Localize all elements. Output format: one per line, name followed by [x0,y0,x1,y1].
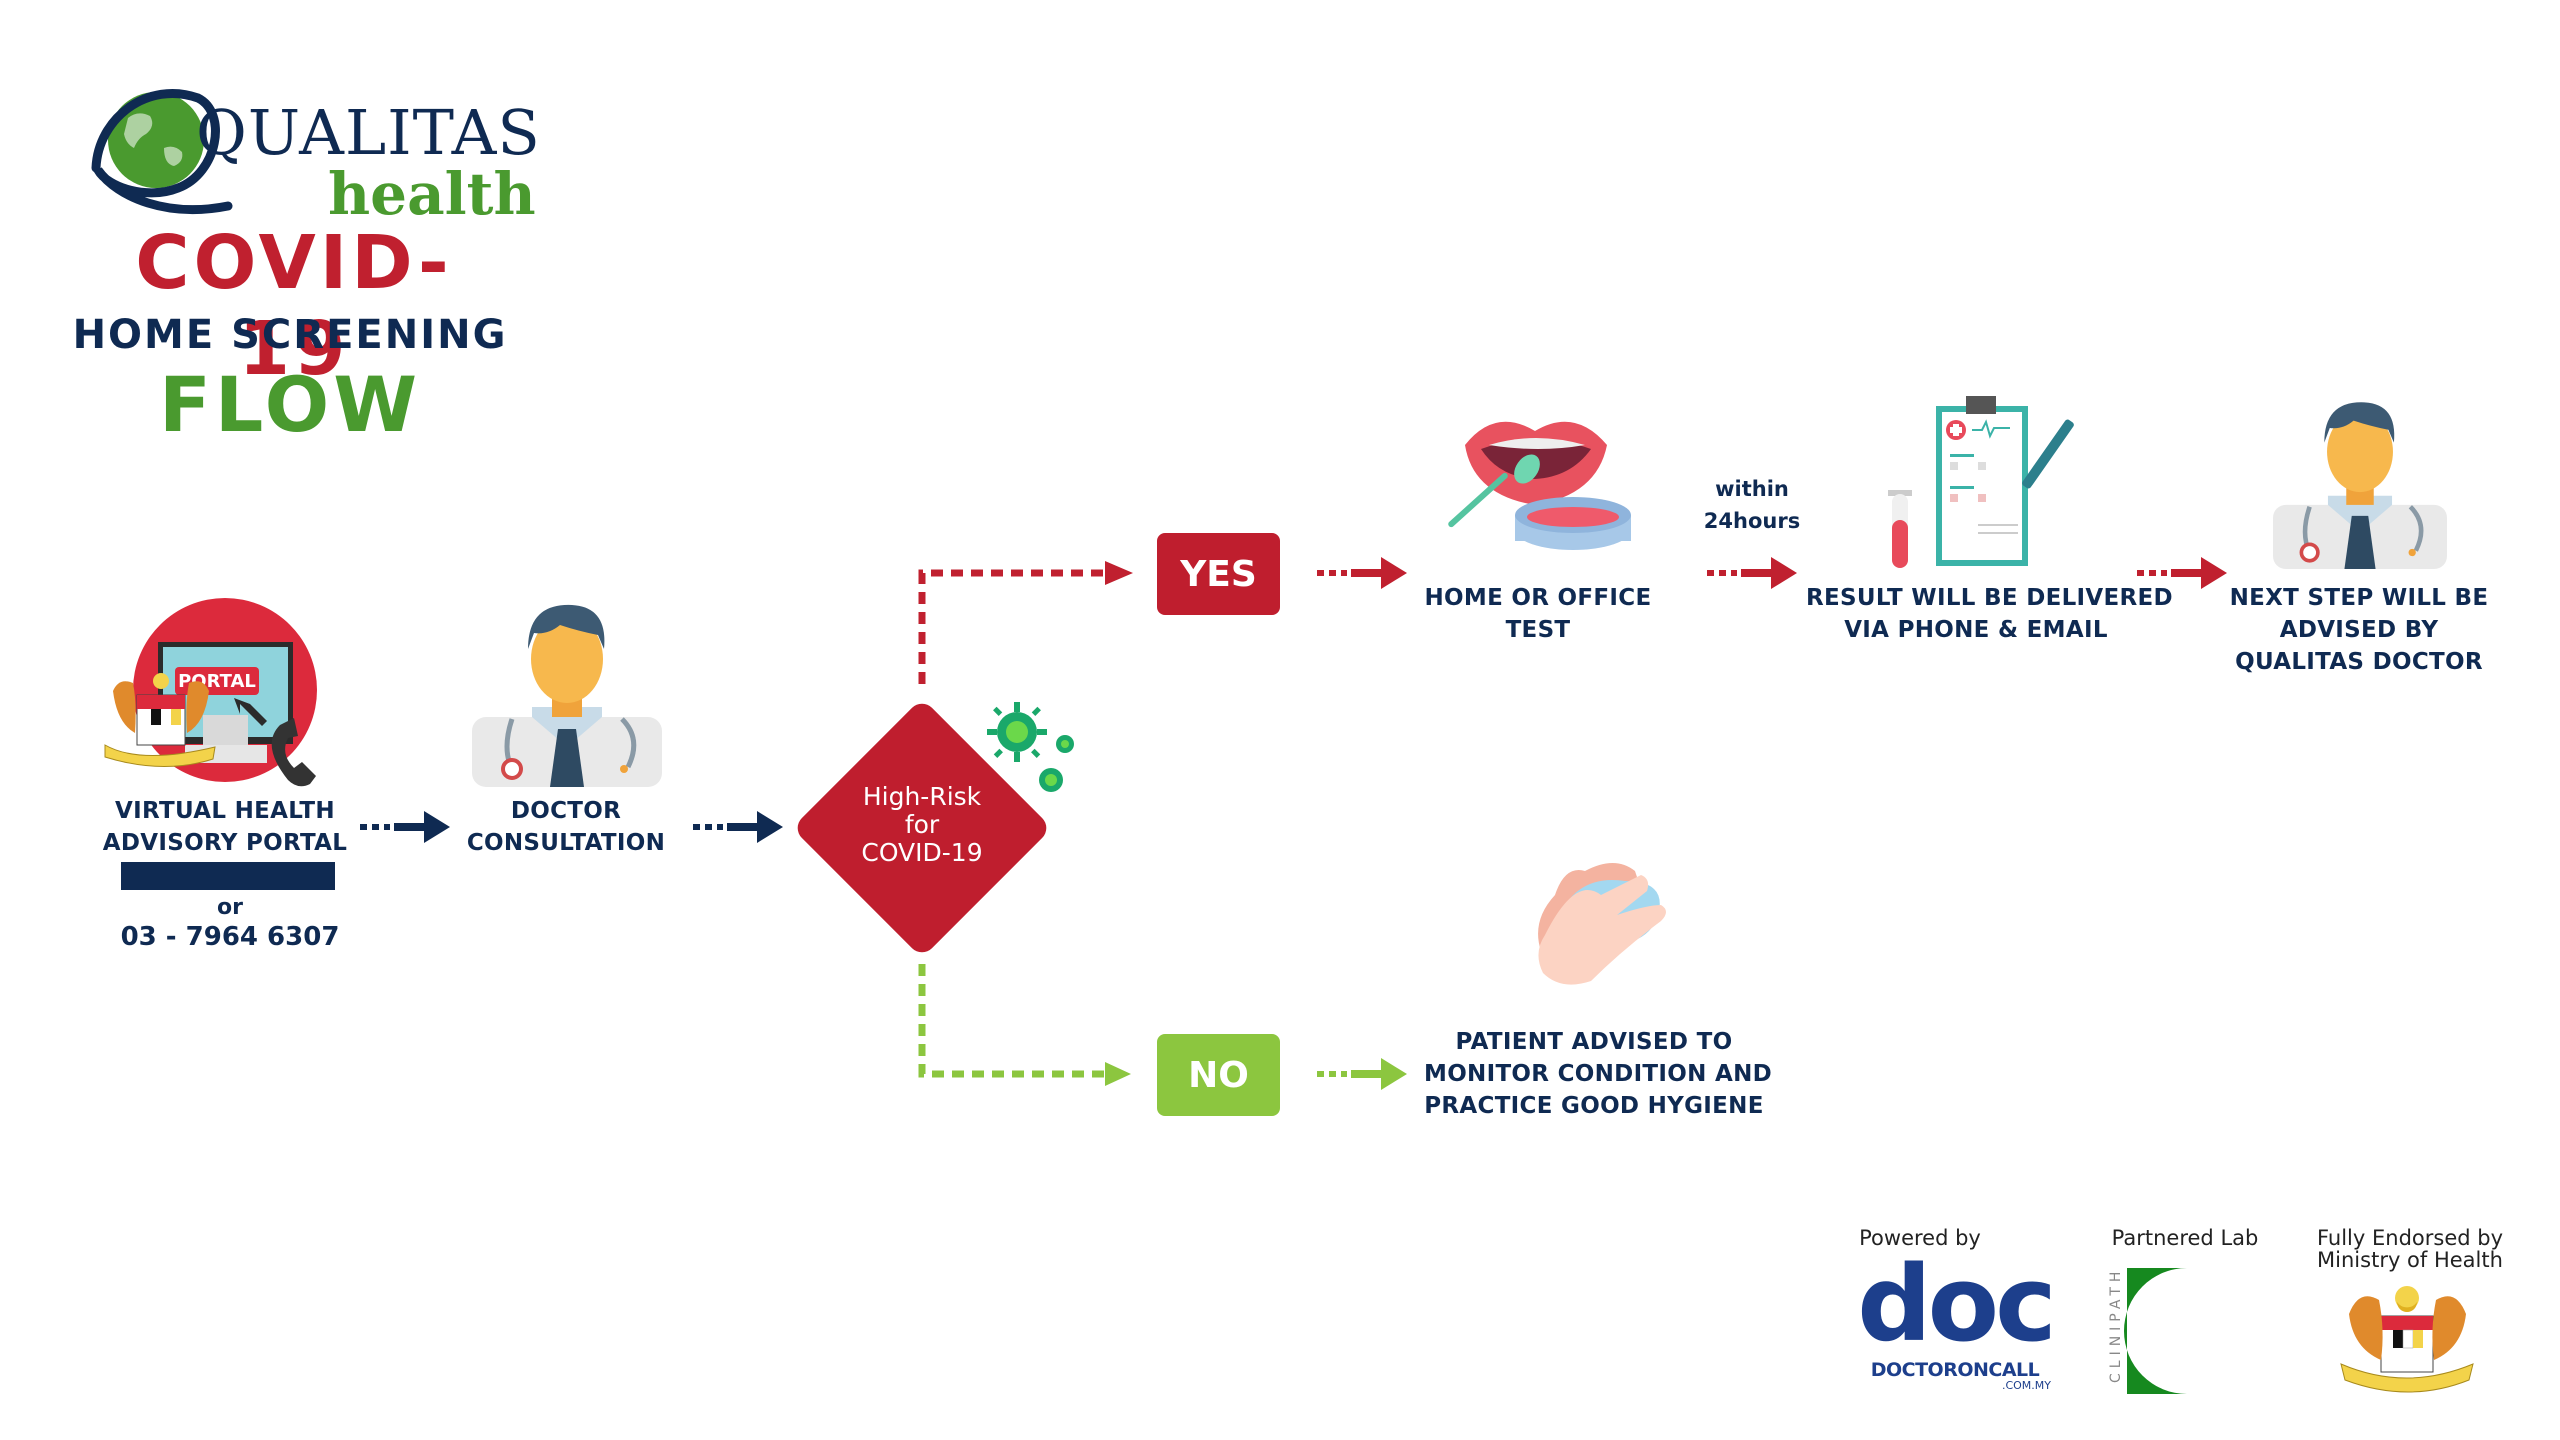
endorsed-label-line2: Ministry of Health [2317,1248,2503,1272]
clinipath-crescent-icon [2124,1268,2237,1394]
clipboard-test-tube-icon [1888,396,2074,568]
title-covid: COVID-19 [135,220,453,392]
timing-line1: within [1715,477,1789,501]
timing-line2: 24hours [1703,509,1801,533]
arrow-portal-to-consultation [360,811,450,843]
portal-link-bar[interactable] [121,862,335,890]
arrow-result-to-next-step [2137,557,2227,589]
title-home-screening: HOME SCREENING [72,312,508,358]
portal-label-line2: ADVISORY PORTAL [102,830,348,856]
hygiene-label-line3: PRACTICE GOOD HYGIENE [1424,1093,1764,1119]
hygiene-label-line2: MONITOR CONDITION AND [1424,1061,1773,1087]
malaysia-crest-icon [2340,1286,2474,1393]
no-box: NO [1157,1034,1280,1116]
virus-icon [987,702,1074,792]
portal-label-line1: VIRTUAL HEALTH [115,798,335,824]
or-text: or [217,895,243,920]
qualitas-logo: QUALITAS health [88,78,540,228]
portal-phone-number[interactable]: 03 - 7964 6307 [120,922,340,952]
test-label-line2: TEST [1505,617,1571,643]
arrow-yes-to-test [1317,557,1407,589]
yes-box: YES [1157,533,1280,615]
portal-step: PORTAL [95,595,355,795]
clinipath-name: CLINIPATH [2108,1266,2124,1383]
globe-icon [91,89,233,214]
brand-main: QUALITAS [196,96,541,169]
next-step-label-line2: ADVISED BY [2279,617,2439,643]
malaysia-crest-icon [104,673,216,768]
hand-washing-icon [1538,863,1666,985]
mouth-swab-icon [1448,421,1631,550]
consultation-label-line2: CONSULTATION [466,830,666,856]
decision-line3: COVID-19 [861,838,983,867]
doc-logo-mark: doc [1857,1243,2057,1365]
brand-sub: health [328,160,536,228]
yes-connector [918,561,1133,684]
clinipath-logo[interactable]: CLINIPATH [2105,1266,2240,1394]
arrow-test-to-result [1707,557,1797,589]
test-label-line1: HOME OR OFFICE [1424,585,1652,611]
result-label-line1: RESULT WILL BE DELIVERED [1806,585,2173,611]
doctoroncall-logo[interactable]: doc DOCTORONCALL .COM.MY [1855,1243,2057,1395]
partnered-lab-label: Partnered Lab [2111,1226,2259,1250]
doctor-icon [472,604,662,787]
doc-logo-name: DOCTORONCALL [1870,1359,2040,1381]
arrow-consultation-to-decision [693,811,783,843]
title-flow: FLOW [158,360,422,449]
doc-logo-domain: .COM.MY [2001,1379,2051,1392]
hygiene-label-line1: PATIENT ADVISED TO [1455,1029,1733,1055]
decision-line2: for [904,810,940,839]
powered-by-label: Powered by [1859,1226,1981,1250]
next-step-label-line3: QUALITAS DOCTOR [2235,649,2483,675]
no-connector [918,964,1131,1086]
endorsed-label-line1: Fully Endorsed by [2316,1226,2504,1250]
arrow-no-to-hygiene [1317,1058,1407,1090]
doctor-icon [2273,402,2447,569]
consultation-label-line1: DOCTOR [510,798,622,824]
next-step-label-line1: NEXT STEP WILL BE [2229,585,2489,611]
decision-line1: High-Risk [862,782,982,811]
portal-computer-phone-icon: PORTAL [104,598,317,787]
result-label-line2: VIA PHONE & EMAIL [1844,617,2108,643]
